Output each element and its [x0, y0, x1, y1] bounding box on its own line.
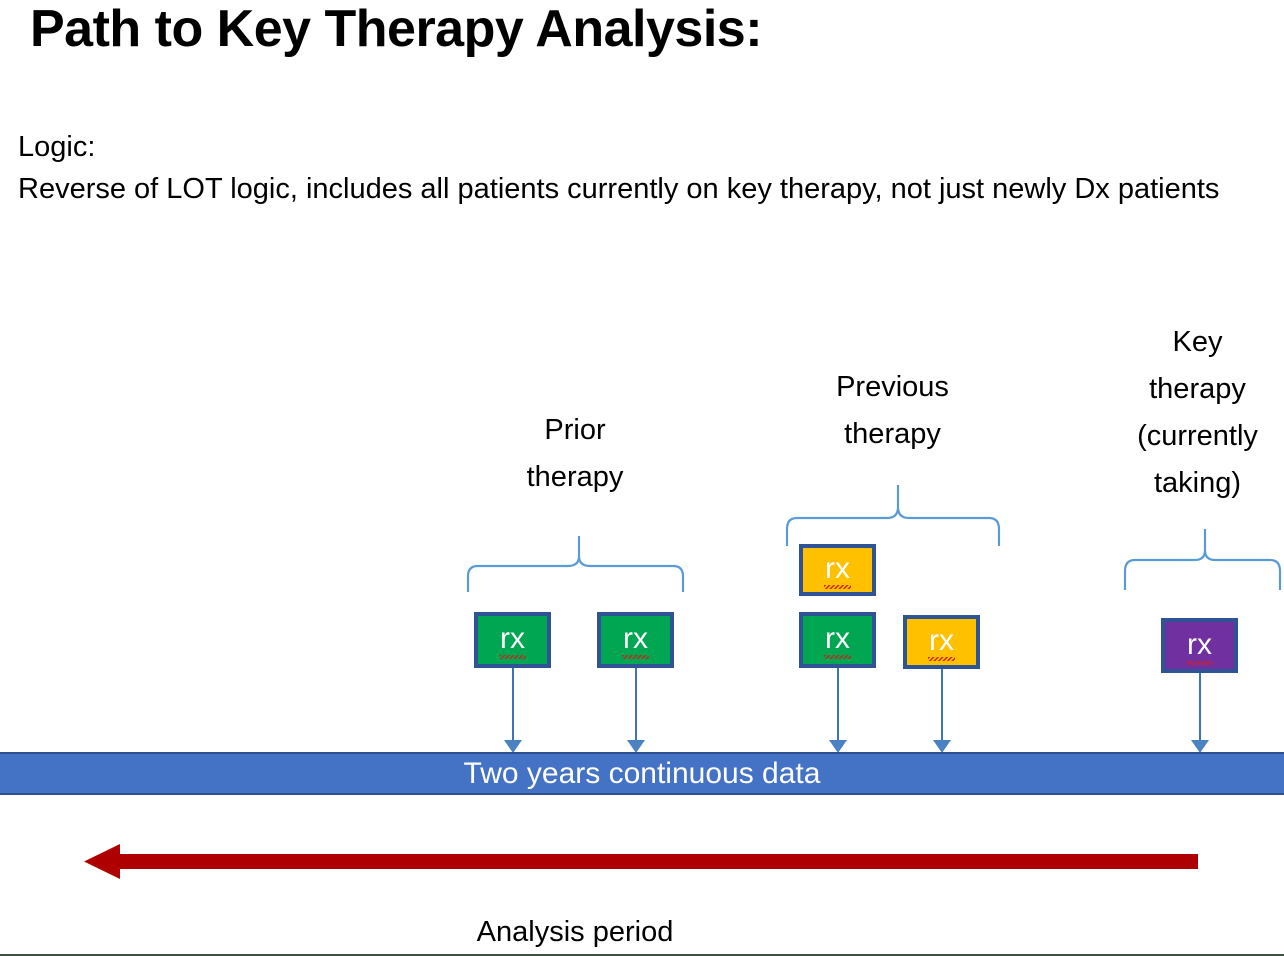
rx-box-prior-2[interactable]: rx [597, 612, 674, 668]
logic-description: Reverse of LOT logic, includes all patie… [18, 173, 1220, 205]
rx-box-previous-3[interactable]: rx [903, 615, 980, 669]
group-label-prior-therapy: Prior therapy [526, 414, 624, 493]
connector-previous-2 [837, 668, 839, 744]
rx-label: rx [499, 622, 526, 659]
rx-box-key-1[interactable]: rx [1161, 618, 1238, 673]
rx-label: rx [824, 622, 851, 659]
rx-label: rx [622, 622, 649, 659]
rx-box-previous-1[interactable]: rx [799, 544, 876, 596]
arrowhead-prior-2 [627, 740, 645, 753]
brace-prior-therapy [466, 536, 685, 592]
timeline-bar: Two years continuous data [0, 752, 1284, 795]
group-label-key-therapy: Key therapy (currently taking) [1137, 326, 1258, 499]
logic-block: Logic: Reverse of LOT logic, includes al… [18, 126, 1248, 210]
arrowhead-key-1 [1191, 740, 1209, 753]
connector-prior-1 [512, 668, 514, 744]
connector-key-1 [1199, 673, 1201, 744]
rx-box-previous-2[interactable]: rx [799, 612, 876, 668]
connector-prior-2 [635, 668, 637, 744]
rx-box-prior-1[interactable]: rx [474, 612, 551, 668]
left-arrow-icon [84, 844, 1198, 879]
rx-label: rx [1186, 627, 1213, 665]
rx-label: rx [824, 552, 851, 589]
brace-previous-therapy [785, 485, 1001, 546]
analysis-period-label: Analysis period [476, 916, 674, 948]
page-title: Path to Key Therapy Analysis: [30, 0, 763, 58]
brace-key-therapy [1123, 529, 1282, 590]
analysis-period-arrow [84, 844, 1198, 879]
arrowhead-previous-2 [829, 740, 847, 753]
rx-label: rx [928, 624, 955, 661]
logic-label: Logic: [18, 131, 96, 163]
arrowhead-previous-3 [933, 740, 951, 753]
timeline-label: Two years continuous data [463, 756, 821, 790]
group-label-previous-therapy: Previous therapy [836, 371, 949, 450]
arrowhead-prior-1 [504, 740, 522, 753]
connector-previous-3 [941, 669, 943, 744]
